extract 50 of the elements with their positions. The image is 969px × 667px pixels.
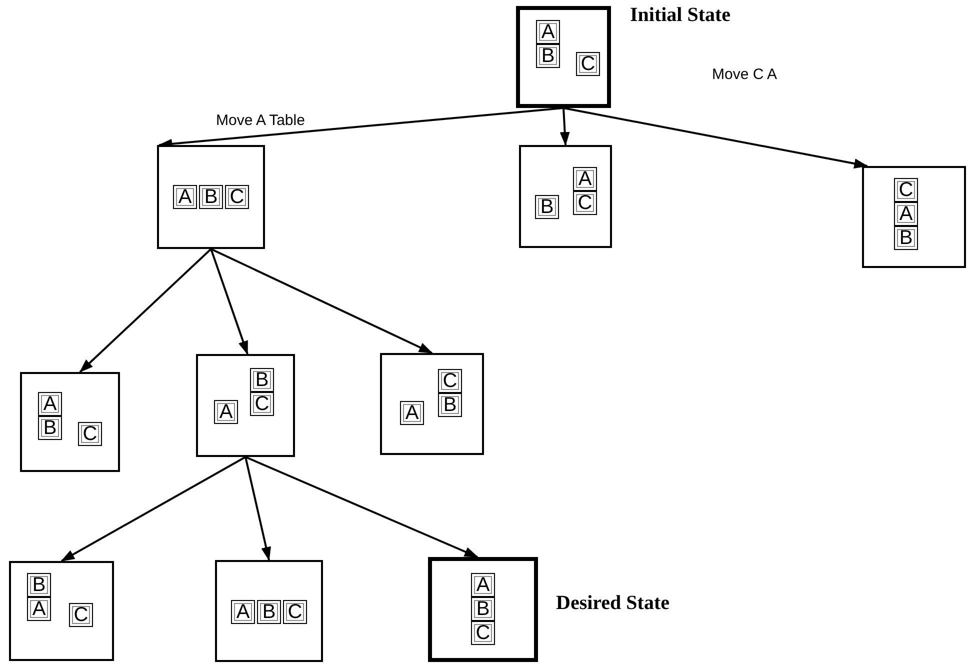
state-box xyxy=(516,6,611,108)
letter-block: A xyxy=(471,573,495,597)
letter-block: C xyxy=(438,369,462,393)
arrow xyxy=(210,248,248,355)
letter-block: C xyxy=(250,392,274,416)
arrow xyxy=(244,456,271,561)
letter-block: A xyxy=(573,167,597,191)
letter-block: B xyxy=(438,393,462,417)
letter-block: B xyxy=(27,573,51,597)
letter-block: B xyxy=(257,600,281,624)
letter-block: B xyxy=(894,226,918,250)
letter-block: C xyxy=(471,621,495,645)
arrow xyxy=(60,456,246,562)
letter-block: A xyxy=(894,202,918,226)
letter-block: C xyxy=(576,52,600,76)
letter-block: C xyxy=(69,603,93,627)
state-caption: Initial State xyxy=(630,4,731,27)
letter-block: A xyxy=(231,600,255,624)
letter-block: C xyxy=(78,422,102,446)
letter-block: A xyxy=(400,401,424,425)
letter-block: A xyxy=(173,185,197,209)
letter-block: B xyxy=(250,368,274,392)
state-box xyxy=(157,145,265,249)
arrow xyxy=(210,248,433,354)
letter-block: B xyxy=(536,44,560,68)
arrow xyxy=(245,456,478,558)
state-box xyxy=(380,353,484,455)
state-box xyxy=(196,354,295,457)
state-box xyxy=(215,560,323,662)
letter-block: A xyxy=(536,20,560,44)
letter-block: C xyxy=(225,185,249,209)
letter-block: C xyxy=(894,178,918,202)
state-box xyxy=(428,557,538,662)
state-caption: Desired State xyxy=(556,592,670,615)
letter-block: A xyxy=(214,400,238,424)
letter-block: B xyxy=(199,185,223,209)
letter-block: B xyxy=(535,195,559,219)
arrow xyxy=(563,107,868,168)
state-box xyxy=(9,561,114,661)
letter-block: C xyxy=(283,600,307,624)
state-box xyxy=(519,145,612,248)
state-box xyxy=(20,372,120,472)
arrow xyxy=(560,108,570,146)
arrow xyxy=(79,248,212,373)
letter-block: B xyxy=(471,597,495,621)
state-box xyxy=(862,166,966,268)
letter-block: C xyxy=(573,191,597,215)
letter-block: A xyxy=(38,392,62,416)
letter-block: A xyxy=(27,597,51,621)
letter-block: B xyxy=(38,416,62,440)
